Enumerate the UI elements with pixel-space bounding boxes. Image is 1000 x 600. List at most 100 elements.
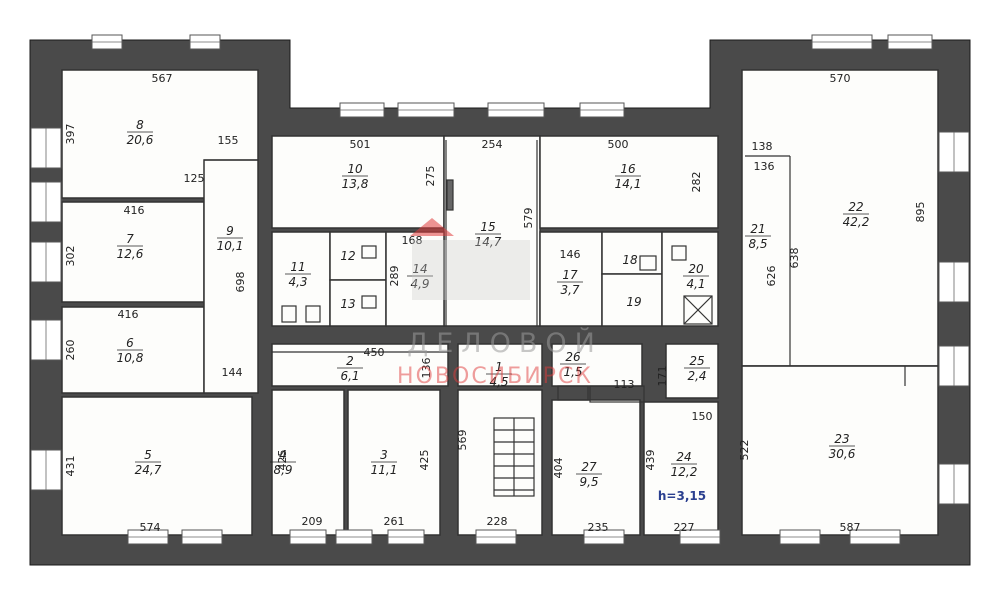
dimension-horizontal: 136 <box>754 160 775 173</box>
dimension-vertical: 626 <box>765 266 778 287</box>
room-area: 1,5 <box>563 365 582 379</box>
room-label-27: 279,5 <box>576 460 602 489</box>
dimension-vertical: 260 <box>64 340 77 361</box>
room-labels: 820,6712,6610,8524,7910,11013,8114,31213… <box>117 118 870 489</box>
dimension-horizontal: 587 <box>840 521 861 534</box>
room-number: 9 <box>226 224 234 238</box>
watermark-line1: ДЕЛОВОЙ <box>407 327 603 359</box>
dimension-horizontal: 254 <box>482 138 503 151</box>
room-area: 10,1 <box>217 239 244 253</box>
room-area: 12,2 <box>671 465 698 479</box>
watermark-line2: НОВОСИБИРСК <box>397 364 593 389</box>
room-label-3: 311,1 <box>371 448 398 477</box>
dimension-horizontal: 416 <box>124 204 145 217</box>
room-number: 8 <box>136 118 144 132</box>
dimension-vertical: 136 <box>420 358 433 379</box>
dimension-horizontal: 155 <box>218 134 239 147</box>
dimension-vertical: 425 <box>276 450 289 471</box>
dimension-horizontal: 227 <box>674 521 695 534</box>
room-label-19: 19 <box>626 295 641 309</box>
window-side <box>938 131 970 173</box>
dimension-vertical: 439 <box>644 450 657 471</box>
watermark: ДЕЛОВОЙ НОВОСИБИРСК <box>397 218 603 389</box>
room-number: 27 <box>581 460 597 474</box>
dimension-horizontal: 228 <box>487 515 508 528</box>
room-area: 4,3 <box>288 275 307 289</box>
window-side <box>938 261 970 303</box>
dimension-horizontal: 235 <box>588 521 609 534</box>
dimension-horizontal: 144 <box>222 366 243 379</box>
room-area: 20,6 <box>127 133 154 147</box>
room-area: 42,2 <box>843 215 870 229</box>
dimension-vertical: 579 <box>522 208 535 229</box>
window-top-bottom <box>579 102 625 118</box>
window-top-bottom <box>91 34 123 50</box>
window-top-bottom <box>887 34 933 50</box>
window-side <box>30 127 62 169</box>
room-number: 25 <box>689 354 704 368</box>
dimension-horizontal: 113 <box>614 378 635 391</box>
window-top-bottom <box>583 529 625 545</box>
room-label-9: 910,1 <box>217 224 244 253</box>
room-number: 15 <box>480 220 495 234</box>
room-number: 5 <box>144 448 152 462</box>
room-number: 18 <box>622 253 638 267</box>
window-top-bottom <box>779 529 821 545</box>
room-area: 24,7 <box>135 463 162 477</box>
dimension-vertical: 289 <box>388 266 401 287</box>
room-label-18: 18 <box>622 253 638 267</box>
dimension-vertical: 404 <box>552 458 565 479</box>
room-area: 13,8 <box>342 177 369 191</box>
window-side <box>938 463 970 505</box>
window-side <box>30 181 62 223</box>
room-number: 20 <box>688 262 704 276</box>
room-number: 24 <box>676 450 691 464</box>
windows <box>30 34 970 545</box>
partitions <box>204 140 938 403</box>
window-side <box>30 449 62 491</box>
room-label-17: 173,7 <box>557 268 583 297</box>
room-number: 23 <box>834 432 849 446</box>
staircase <box>493 417 535 497</box>
dimension-horizontal: 138 <box>752 140 773 153</box>
dimension-vertical: 638 <box>788 248 801 269</box>
room-area: 8,9 <box>273 463 292 477</box>
room-number: 12 <box>340 249 355 263</box>
room-label-14: 144,9 <box>407 262 433 291</box>
window-side <box>30 319 62 361</box>
room-area: 11,1 <box>371 463 398 477</box>
room-label-20: 204,1 <box>683 262 709 291</box>
room-area: 4,5 <box>489 375 508 389</box>
room-area: 2,4 <box>687 369 706 383</box>
dimension-horizontal: 125 <box>184 172 205 185</box>
room-number: 21 <box>750 222 765 236</box>
room-label-2: 26,1 <box>337 354 363 383</box>
room-area: 30,6 <box>829 447 856 461</box>
room-label-13: 13 <box>340 297 355 311</box>
dimension-vertical: 275 <box>424 166 437 187</box>
window-side <box>938 345 970 387</box>
room-number: 7 <box>126 232 134 246</box>
room-number: 19 <box>626 295 641 309</box>
dimension-vertical: 397 <box>64 124 77 145</box>
watermark-logo-icon <box>410 218 454 236</box>
room-area: 14,1 <box>615 177 642 191</box>
room-area: 12,6 <box>117 247 144 261</box>
room-number: 10 <box>347 162 363 176</box>
window-top-bottom <box>181 529 223 545</box>
dimension-horizontal: 567 <box>152 72 173 85</box>
room-label-25: 252,4 <box>684 354 710 383</box>
dimension-vertical: 522 <box>738 440 751 461</box>
room-area: 10,8 <box>117 351 144 365</box>
watermark-logo-block <box>412 240 530 300</box>
room-area: 4,1 <box>686 277 705 291</box>
room-number: 26 <box>565 350 581 364</box>
room-area: 9,5 <box>579 475 598 489</box>
room-number: 14 <box>412 262 427 276</box>
